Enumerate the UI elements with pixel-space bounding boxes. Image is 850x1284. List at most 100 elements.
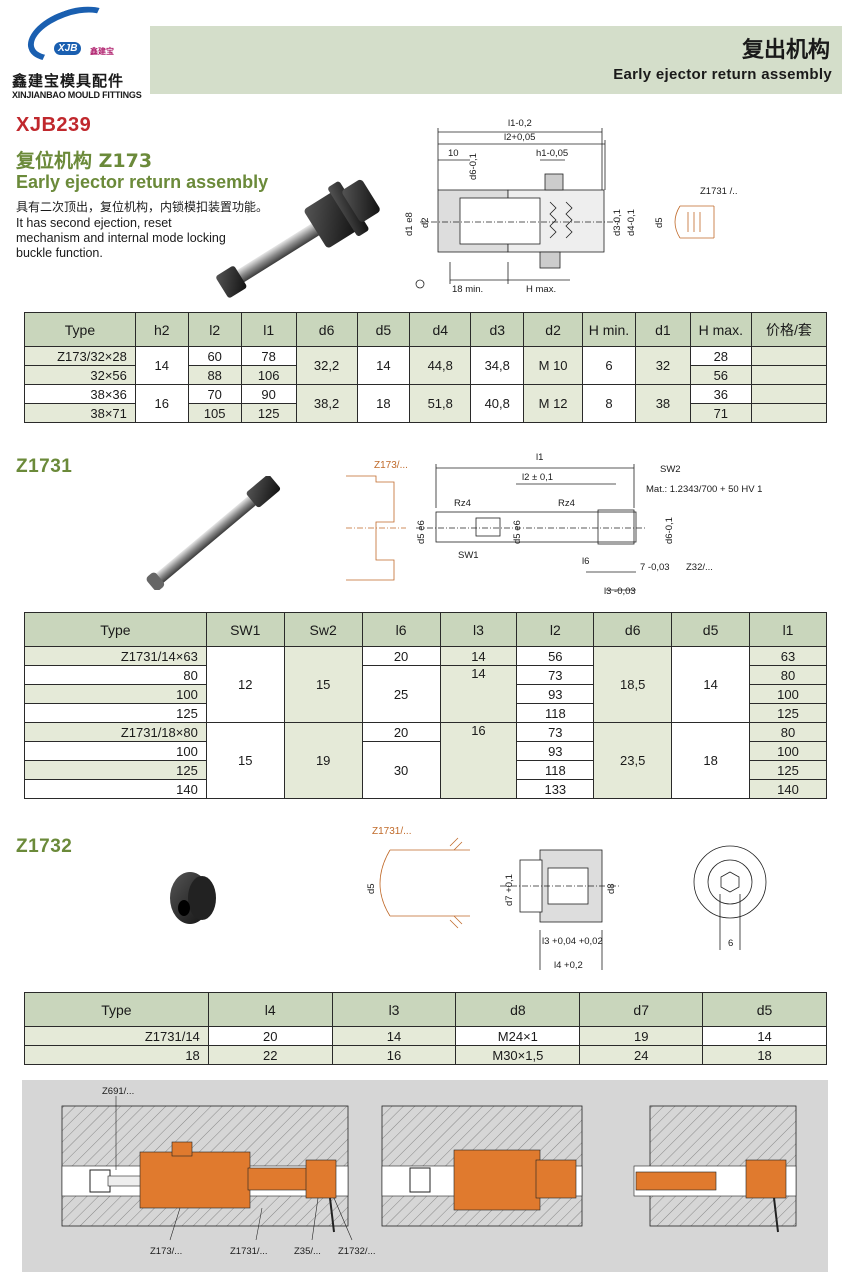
cell-l3: 14	[439, 665, 518, 723]
table-row: 32×56 88 106 56	[24, 365, 828, 385]
cell-d6: 18,5	[593, 646, 673, 723]
col-sw2: Sw2	[283, 612, 363, 647]
cell-d1: 38	[635, 384, 691, 423]
assembly-right	[633, 1105, 797, 1233]
dim-d6: d6-0,1	[468, 153, 479, 180]
cell-l4: 20	[207, 1026, 333, 1046]
cell-d8: M24×1	[455, 1026, 581, 1046]
dim-l1: l1-0,2	[508, 118, 532, 129]
col-d5: d5	[671, 612, 751, 647]
cell-price	[750, 365, 828, 385]
cell-l2: 73	[516, 722, 595, 742]
cell-d2: M 10	[523, 346, 583, 385]
assembly-left	[61, 1105, 349, 1233]
cell-price	[750, 403, 828, 423]
logo-swoosh	[20, 0, 122, 72]
cell-d3: 34,8	[470, 346, 525, 385]
dim-d3: d3-0,1	[612, 209, 623, 236]
cell-l2: 133	[516, 779, 595, 799]
cell-l2: 88	[187, 365, 242, 385]
page-title-cn: 复出机构	[741, 38, 830, 63]
cell-l3: 16	[331, 1045, 457, 1065]
col-l2: l2	[187, 312, 242, 347]
label-z1731: Z1731/...	[230, 1246, 268, 1257]
cell-d5: 14	[356, 346, 411, 385]
cell-l2: 70	[187, 384, 242, 404]
cell-type: 80	[24, 665, 207, 685]
product-name-cn: 复位机构 Z173	[16, 150, 153, 172]
cell-d5: 18	[671, 722, 751, 799]
dim-l2: l2 ± 0,1	[522, 472, 553, 483]
table-row: 100 30 93 100	[24, 741, 827, 799]
cell-type: 100	[24, 684, 207, 704]
dim-10: 10	[448, 148, 459, 159]
dim-l2: l2+0,05	[504, 132, 535, 143]
z173-spec-table: Type h2 l2 l1 d6 d5 d4 d3 d2 H min. d1 H…	[24, 312, 828, 423]
page-header: XJB 鑫建宝 鑫建宝模具配件 XINJIANBAO MOULD FITTING…	[0, 0, 850, 100]
cell-l2: 93	[516, 684, 595, 704]
label-z691: Z691/...	[102, 1086, 134, 1097]
cell-l6: 25	[361, 665, 441, 723]
col-hmin: H min.	[581, 312, 637, 347]
cell-d5: 18	[702, 1045, 827, 1065]
cell-d4: 44,8	[409, 346, 472, 385]
cell-type: 125	[24, 760, 207, 780]
table-row: Z1731/14×63 12 15 20 14 56 18,5 14 63	[24, 646, 827, 723]
dim-l3: l3 +0,04 +0,02	[542, 936, 603, 947]
cell-hmax: 36	[689, 384, 752, 404]
z173-product-photo	[216, 179, 380, 298]
cell-type: Z1731/18×80	[24, 722, 207, 742]
dim-hmax: H max.	[526, 284, 556, 295]
z1732-spec-table: Type l4 l3 d8 d7 d5 Z1731/14 20 14 M24×1…	[24, 992, 827, 1065]
application-panel: Z691/... Z173/... Z1731/... Z35/... Z173…	[22, 1080, 828, 1272]
cell-d3: 40,8	[470, 384, 525, 423]
z1732-product-photo	[170, 872, 216, 924]
table-row: 38×71 105 125 71	[24, 403, 828, 423]
table-row: 38×36 16 70 90 38,2 18 51,8 40,8 M 12 8 …	[24, 384, 828, 423]
table-row: 140 133 140	[24, 779, 827, 799]
cell-l1: 63	[749, 646, 827, 666]
cell-l2: 73	[516, 665, 595, 685]
z1731-heading: Z1731	[16, 456, 73, 477]
dim-l3: l3 -0,03	[604, 586, 636, 597]
cell-l1: 80	[749, 665, 827, 685]
company-name-cn: 鑫建宝模具配件	[12, 72, 125, 90]
cell-d7: 19	[579, 1026, 704, 1046]
col-d6: d6	[295, 312, 358, 347]
cell-l2: 118	[516, 703, 595, 723]
cell-l6: 20	[361, 646, 441, 666]
dim-7: 7 -0,03	[640, 562, 670, 573]
col-d8: d8	[455, 992, 581, 1027]
col-hmax: H max.	[689, 312, 752, 347]
col-l1: l1	[749, 612, 827, 647]
col-d7: d7	[579, 992, 704, 1027]
col-price: 价格/套	[750, 312, 828, 347]
company-name-en: XINJIANBAO MOULD FITTINGS	[12, 90, 142, 100]
cell-type: 38×36	[24, 384, 136, 404]
cell-price	[750, 384, 828, 404]
product-description-en: It has second ejection, reset mechanism …	[16, 216, 226, 260]
cell-sw1: 12	[205, 646, 285, 723]
cell-type: Z1731/14×63	[24, 646, 207, 666]
col-h2: h2	[134, 312, 189, 347]
cell-l6: 20	[361, 722, 441, 742]
col-d5: d5	[702, 992, 827, 1027]
label-z35: Z35/...	[294, 1246, 321, 1257]
cell-l2: 105	[187, 403, 242, 423]
cell-type: 100	[24, 741, 207, 761]
col-d6: d6	[593, 612, 673, 647]
cell-d5: 14	[671, 646, 751, 723]
dim-d4: d4-0,1	[626, 209, 637, 236]
cell-sw2: 19	[283, 722, 363, 799]
dim-d1: d1 e8	[404, 212, 415, 236]
cell-d6: 23,5	[593, 722, 673, 799]
col-d3: d3	[470, 312, 525, 347]
material-note: Mat.: 1.2343/700 + 50 HV 1	[646, 484, 762, 495]
col-sw1: SW1	[205, 612, 285, 647]
cell-type: 38×71	[24, 403, 136, 423]
company-logo: XJB 鑫建宝 鑫建宝模具配件 XINJIANBAO MOULD FITTING…	[8, 0, 148, 100]
assembly-drawings: Z691/... Z173/... Z1731/... Z35/... Z173…	[61, 1086, 797, 1257]
dim-h1: h1-0,05	[536, 148, 568, 159]
z1731-product-photo	[146, 476, 281, 590]
col-l6: l6	[361, 612, 441, 647]
